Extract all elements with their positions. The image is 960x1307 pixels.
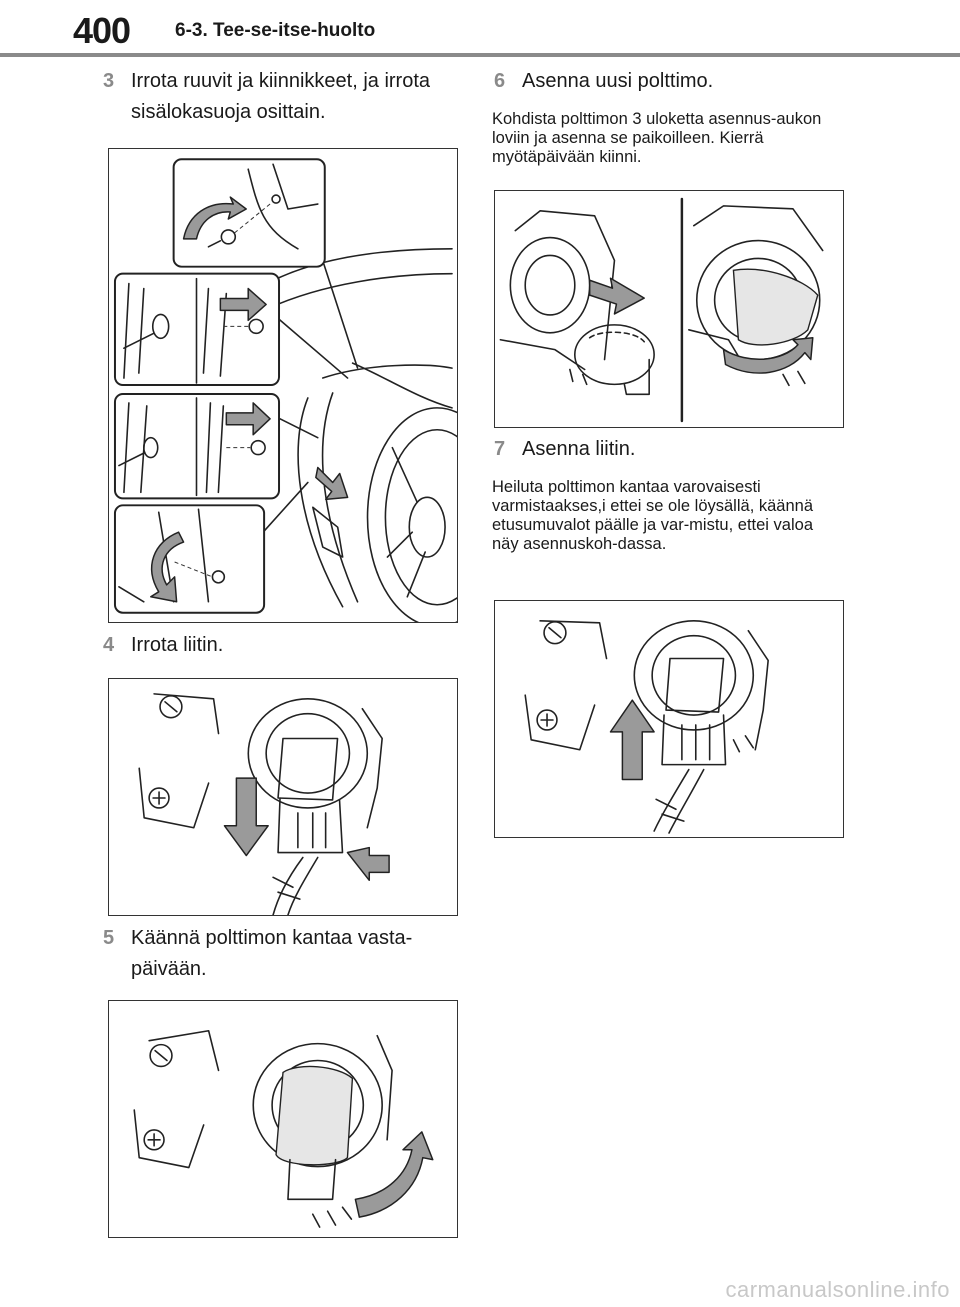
section-title: 6-3. Tee-se-itse-huolto <box>175 20 376 41</box>
step-text: Irrota liitin. <box>131 634 224 656</box>
step-4: 4 Irrota liitin. <box>103 630 443 661</box>
step-6: 6 Asenna uusi polttimo. <box>494 66 854 97</box>
step-number: 7 <box>494 438 506 460</box>
figure-disconnect-connector <box>108 678 458 916</box>
figure-fender-liner <box>108 148 458 623</box>
figure-install-connector <box>494 600 844 838</box>
install-connector-illustration <box>524 620 769 834</box>
step-7: 7 Asenna liitin. <box>494 434 854 465</box>
step-text: Käännä polttimon kantaa vasta-päivään. <box>131 927 413 980</box>
figure-install-bulb <box>494 190 844 428</box>
figure-rotate-bulb-ccw <box>108 1000 458 1238</box>
disconnect-connector-illustration <box>138 693 390 915</box>
step-7-note: Heiluta polttimon kantaa varovaisesti va… <box>492 478 813 553</box>
step-6-note: Kohdista polttimon 3 uloketta asennus-au… <box>492 110 822 166</box>
fender-liner-illustration <box>113 158 457 622</box>
step-number: 6 <box>494 70 506 92</box>
header-rule <box>0 53 960 57</box>
step-text: Irrota ruuvit ja kiinnikkeet, ja irrota … <box>131 70 431 123</box>
rotate-bulb-ccw-illustration <box>133 1029 434 1228</box>
step-3: 3 Irrota ruuvit ja kiinnikkeet, ja irrot… <box>103 66 433 128</box>
step-number: 5 <box>103 927 115 949</box>
page-header: 400 6-3. Tee-se-itse-huolto <box>0 0 960 60</box>
watermark: carmanualsonline.info <box>725 1277 950 1302</box>
step-number: 3 <box>103 70 115 92</box>
install-bulb-illustration <box>499 197 824 423</box>
page-number: 400 <box>73 10 131 51</box>
step-text: Asenna uusi polttimo. <box>522 70 714 92</box>
step-5: 5 Käännä polttimon kantaa vasta-päivään. <box>103 923 453 985</box>
step-number: 4 <box>103 634 115 656</box>
step-text: Asenna liitin. <box>522 438 636 460</box>
